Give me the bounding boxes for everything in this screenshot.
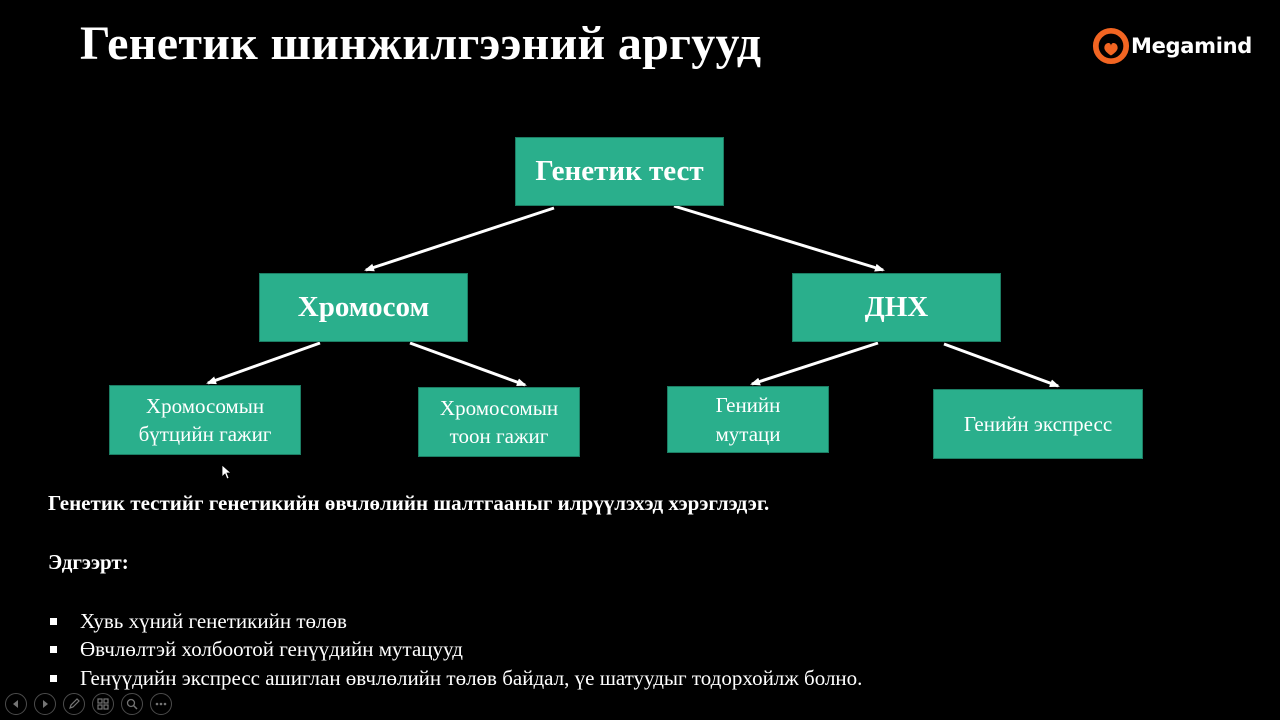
zoom-button[interactable] — [121, 693, 143, 715]
bullet-icon — [50, 646, 57, 654]
arrow-dna-to-mutation — [750, 341, 879, 386]
arrow-chromosome-to-structural — [206, 341, 321, 385]
previous-slide-button[interactable] — [5, 693, 27, 715]
node-genetic-test: Генетик тест — [515, 137, 724, 206]
node-dna: ДНХ — [792, 273, 1001, 342]
node-gene-expression: Генийн экспресс — [933, 389, 1143, 459]
node-chromosome-structural-anomaly: Хромосомын бүтцийн гажиг — [109, 385, 301, 455]
node-gene-mutation: Генийн мутаци — [667, 386, 829, 453]
more-icon — [155, 702, 167, 706]
list-item-text: Генүүдийн экспресс ашиглан өвчлөлийн төл… — [80, 665, 863, 690]
list-item-text: Хувь хүний генетикийн төлөв — [80, 608, 347, 633]
megamind-logo: Megamind — [1092, 26, 1252, 66]
node-chromosome-numerical-anomaly: Хромосомын тоон гажиг — [418, 387, 580, 457]
more-options-button[interactable] — [150, 693, 172, 715]
list-heading: Эдгээрт: — [48, 550, 129, 574]
bullet-icon — [50, 674, 57, 682]
arrow-chromosome-to-numerical — [409, 341, 527, 387]
node-chromosome: Хромосом — [259, 273, 468, 342]
slide-title: Генетик шинжилгээний аргууд — [80, 17, 762, 70]
bullet-icon — [50, 617, 57, 625]
list-item: Өвчлөлтэй холбоотой генүүдийн мутацууд — [48, 636, 862, 665]
slides-icon — [97, 698, 109, 710]
megamind-logo-icon — [1092, 27, 1130, 65]
bullet-list: Хувь хүний генетикийн төлөв Өвчлөлтэй хо… — [48, 607, 862, 693]
pen-icon — [69, 698, 80, 709]
list-item: Хувь хүний генетикийн төлөв — [48, 607, 862, 636]
pen-tool-button[interactable] — [63, 693, 85, 715]
slideshow-controls — [5, 693, 172, 715]
see-all-slides-button[interactable] — [92, 693, 114, 715]
arrow-root-to-chromosome — [364, 206, 555, 272]
next-icon — [43, 700, 48, 708]
megamind-logo-text: Megamind — [1131, 34, 1253, 58]
list-item-text: Өвчлөлтэй холбоотой генүүдийн мутацууд — [80, 637, 463, 662]
arrow-root-to-dna — [673, 204, 885, 272]
previous-icon — [13, 700, 18, 708]
next-slide-button[interactable] — [34, 693, 56, 715]
summary-text: Генетик тестийг генетикийн өвчлөлийн шал… — [48, 491, 770, 515]
mouse-pointer-icon — [222, 465, 232, 480]
list-item: Генүүдийн экспресс ашиглан өвчлөлийн төл… — [48, 664, 862, 693]
zoom-icon — [126, 698, 138, 710]
arrow-dna-to-expression — [943, 342, 1060, 388]
